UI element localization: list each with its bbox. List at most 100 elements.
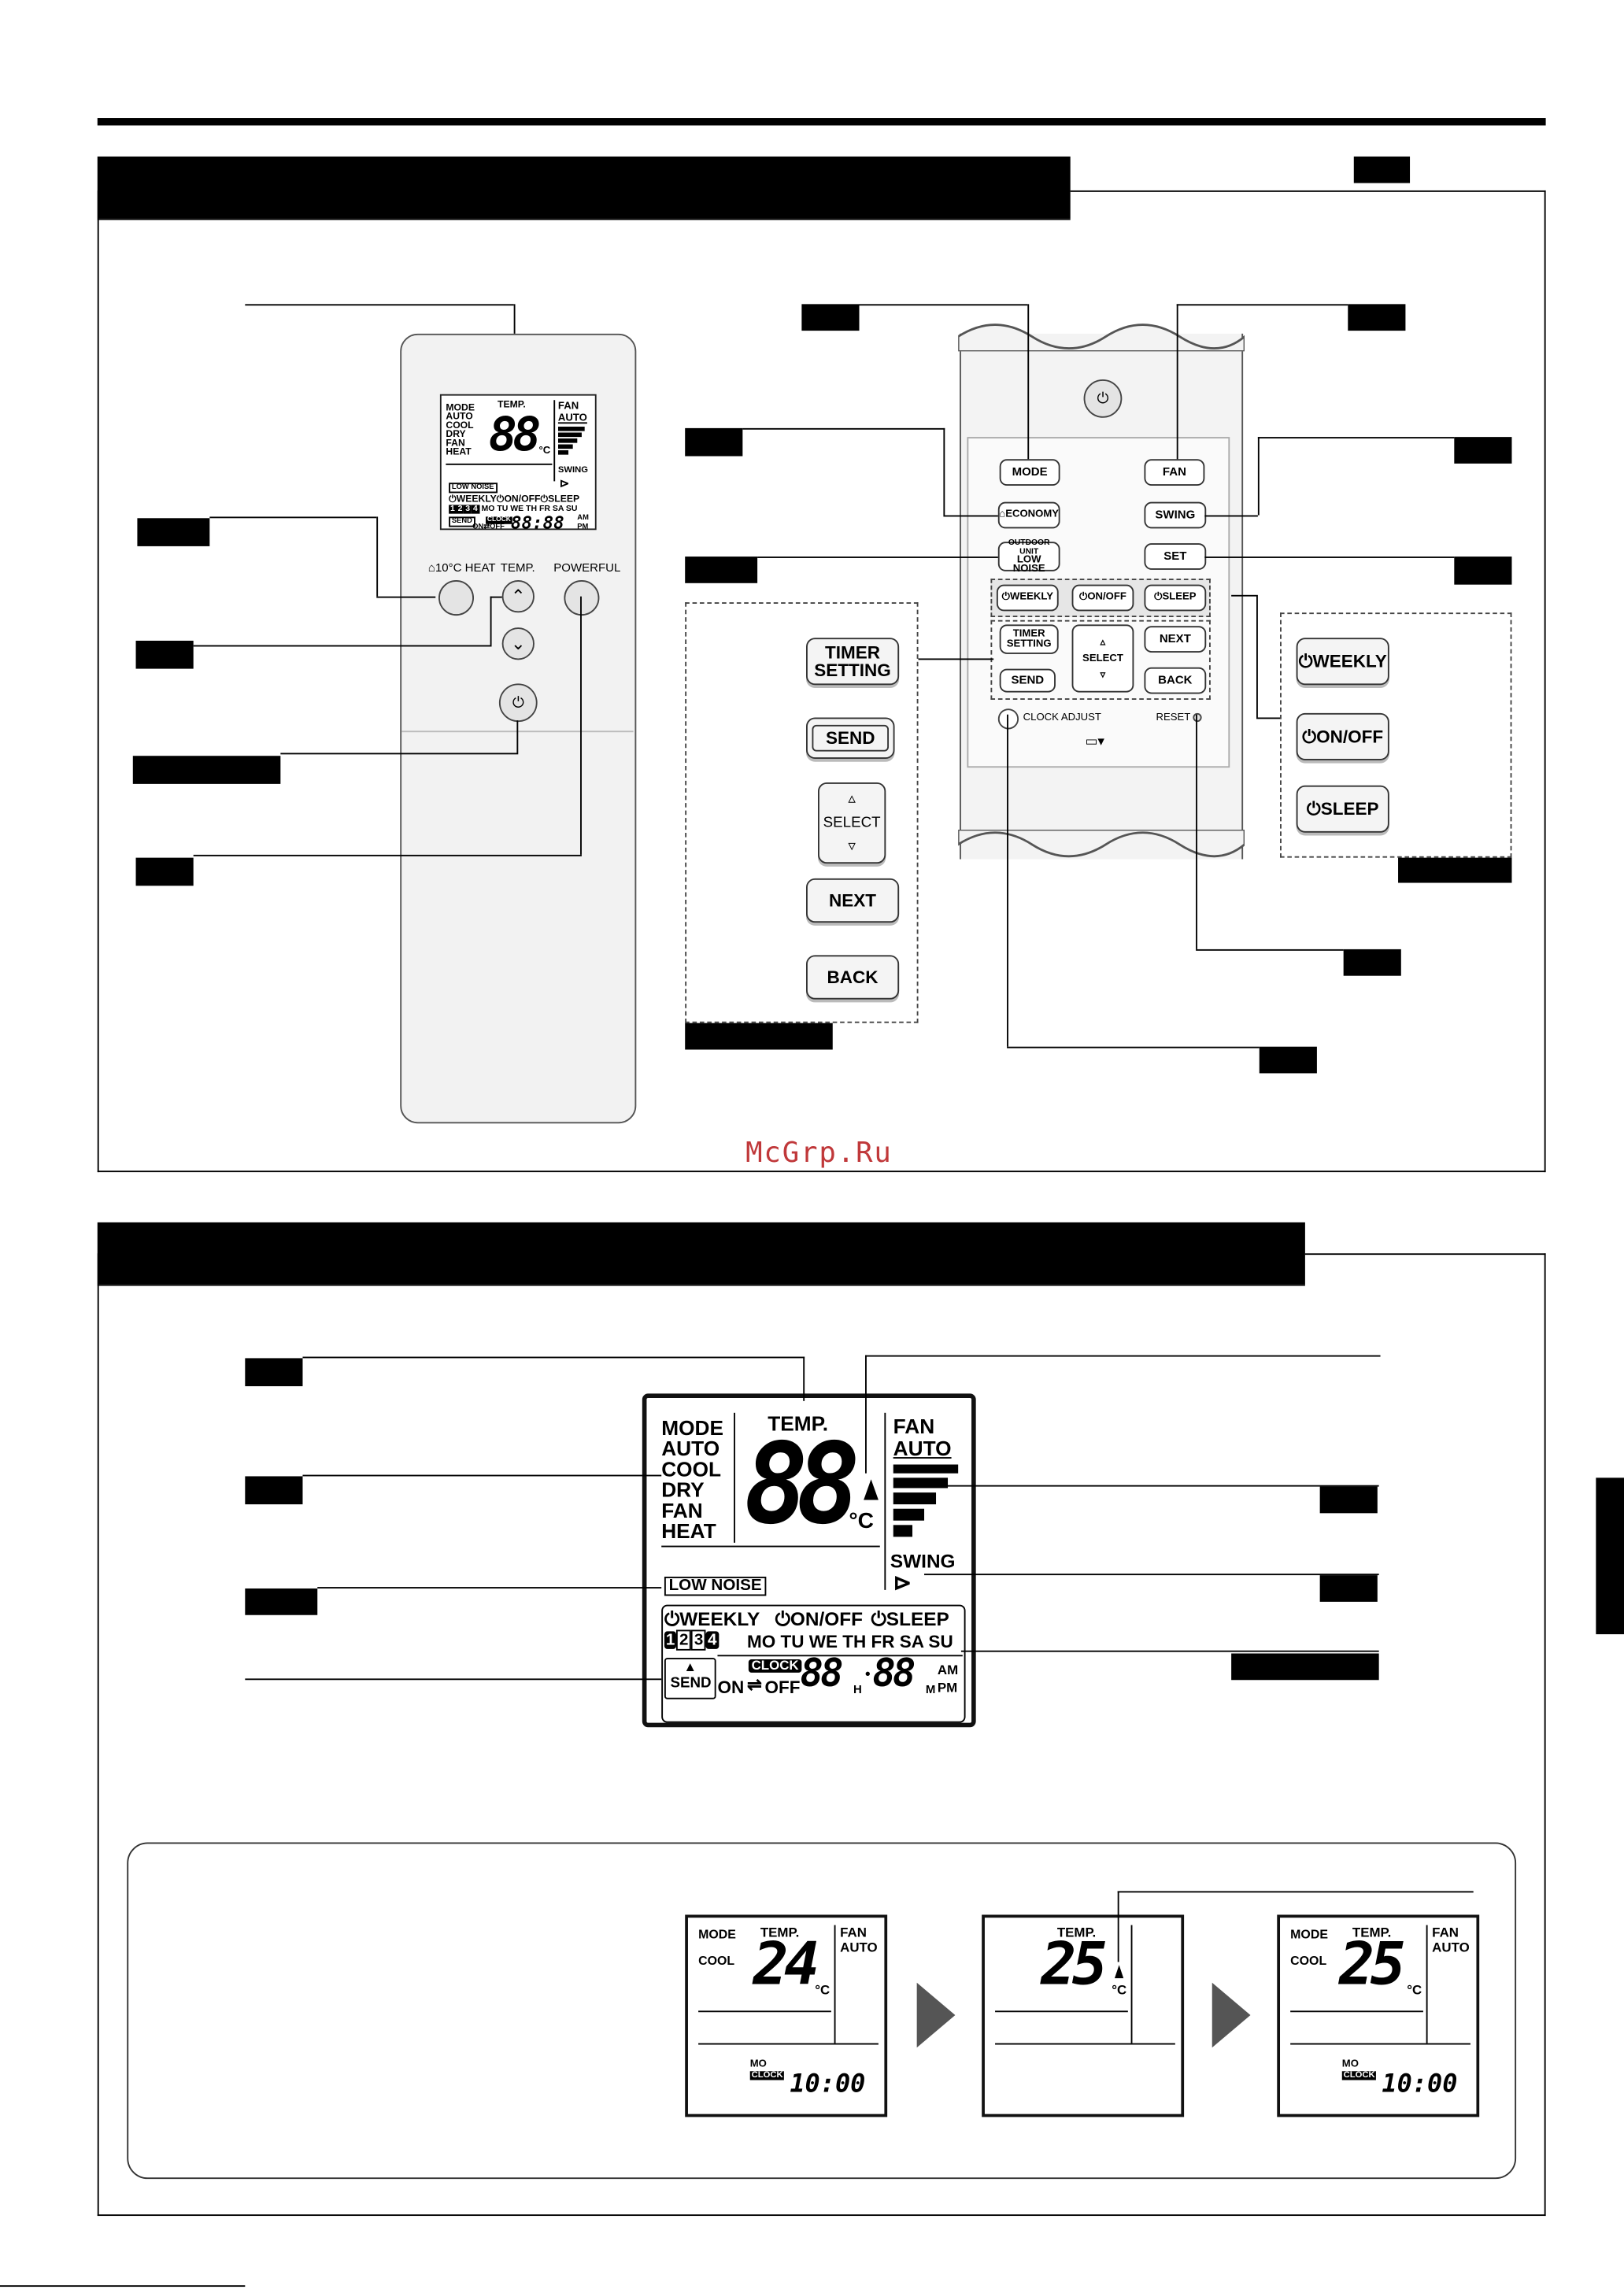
remote-lcd: MODE TEMP. FAN AUTO AUTO COOL DRY FAN HE…: [439, 394, 597, 531]
lcd-fan-label: FAN: [557, 401, 579, 412]
display-low-noise: LOW NOISE: [664, 1576, 767, 1596]
clock-adjust-button[interactable]: [997, 708, 1019, 730]
heat10-button[interactable]: [438, 580, 475, 616]
detail-onoff-button[interactable]: ⏻ON/OFF: [1296, 712, 1389, 760]
temp-up-button[interactable]: ⌃: [501, 580, 535, 613]
display-temp-label: TEMP.: [768, 1411, 829, 1435]
swing-button[interactable]: SWING: [1144, 501, 1207, 529]
section2-frame: [97, 1253, 1546, 2217]
display-clock: CLOCK: [748, 1659, 802, 1673]
label-tag: [801, 304, 860, 331]
detail-sleep-button[interactable]: ⏻SLEEP: [1296, 785, 1389, 833]
label-tag: [135, 640, 194, 669]
next-button[interactable]: NEXT: [1144, 626, 1207, 653]
up-arrow-icon: [864, 1479, 879, 1500]
sleep-button[interactable]: ⏻SLEEP: [1144, 584, 1207, 612]
label-tag: [1454, 437, 1512, 464]
display-days: MO TU WE TH FR SA SU: [746, 1631, 953, 1652]
label-tag: [685, 1023, 833, 1050]
watermark: McGrp.Ru: [745, 1137, 893, 1170]
label-tag: [1348, 304, 1406, 331]
label-tag: [685, 427, 743, 457]
detail-weekly-button[interactable]: ⏻WEEKLY: [1296, 638, 1389, 686]
power-button-open[interactable]: ⏻: [1083, 379, 1123, 418]
swing-icon: ⊳: [893, 1570, 912, 1596]
fan-button[interactable]: FAN: [1144, 459, 1205, 486]
example-box: [127, 1842, 1517, 2180]
power-button[interactable]: ⏻: [498, 683, 538, 723]
label-tag: [245, 1476, 303, 1505]
display-min-digits: 88: [872, 1651, 916, 1696]
label-tag: [132, 756, 281, 784]
side-tab: [1596, 1478, 1624, 1635]
onoff-button[interactable]: ⏻ON/OFF: [1071, 584, 1134, 612]
send-button[interactable]: SEND: [999, 668, 1056, 693]
remote-front: MODE TEMP. FAN AUTO AUTO COOL DRY FAN HE…: [400, 333, 637, 1124]
swing-icon: ⊳: [559, 476, 570, 490]
section1-page-tag: [1353, 156, 1411, 183]
lcd-temp-digits: 88: [488, 405, 542, 463]
mode-button[interactable]: MODE: [999, 459, 1060, 486]
lcd-swing: SWING: [557, 466, 589, 475]
example-screen-3: MODE TEMP. FAN AUTO COOL 25 °C MO CLOCK …: [1277, 1914, 1480, 2117]
display-send: SEND: [670, 1675, 712, 1692]
lcd-fan-auto: AUTO: [557, 413, 587, 424]
lcd-temp-label: TEMP.: [498, 400, 526, 411]
display-swing: SWING: [890, 1550, 956, 1573]
set-button[interactable]: SET: [1144, 543, 1207, 570]
label-tag: [1319, 1486, 1378, 1514]
fan-level-icon: [893, 1464, 959, 1537]
powerful-button[interactable]: [564, 580, 600, 616]
heat10-label: ⌂10°C HEAT: [427, 560, 496, 575]
display-temp-digits: 88: [744, 1418, 860, 1549]
display-sleep: ⏻SLEEP: [871, 1607, 949, 1630]
temp-down-button[interactable]: ⌄: [501, 627, 535, 660]
reset-label: RESET: [1156, 712, 1191, 723]
label-tag: [685, 557, 758, 583]
example1-temp: 24: [753, 1931, 819, 1999]
example-screen-1: MODE TEMP. FAN AUTO COOL 24 °C MO CLOCK …: [685, 1914, 888, 2117]
detail-select-button[interactable]: ▵SELECT▿: [817, 782, 886, 864]
power-icon: ⏻: [512, 694, 524, 712]
example3-temp: 25: [1339, 1931, 1406, 1999]
display-hour-digits: 88: [800, 1651, 843, 1696]
label-tag: [1319, 1575, 1378, 1602]
power-icon: ⏻: [1097, 390, 1109, 407]
label-tag: [137, 518, 210, 546]
section2-header-bar: [97, 1222, 1305, 1285]
label-tag: [1259, 1046, 1317, 1074]
detail-next-button[interactable]: NEXT: [805, 878, 900, 923]
back-button[interactable]: BACK: [1144, 667, 1207, 694]
detail-send-button[interactable]: SEND: [805, 717, 895, 759]
economy-button[interactable]: ⌂ECONOMY: [997, 501, 1060, 529]
display-lcd: MODE AUTO COOL DRY FAN HEAT TEMP. 88 °C …: [642, 1393, 976, 1728]
section1-frame: [97, 190, 1546, 1173]
label-tag: [1231, 1653, 1379, 1681]
display-weekly: ⏻WEEKLY: [664, 1607, 760, 1630]
display-fan-label: FAN: [893, 1414, 935, 1438]
up-arrow-icon: ▲: [683, 1659, 697, 1674]
lcd-low-noise: LOW NOISE: [449, 483, 498, 494]
select-button[interactable]: ▵SELECT▿: [1071, 624, 1134, 693]
label-tag: [1454, 557, 1512, 585]
up-arrow-icon: [1114, 1965, 1124, 1979]
timer-mode-detail-panel: ⏻WEEKLY ⏻ON/OFF ⏻SLEEP: [1280, 612, 1512, 858]
display-onoff: ⏻ON/OFF: [775, 1607, 863, 1630]
label-tag: [245, 1358, 303, 1387]
label-tag: [245, 1588, 318, 1615]
display-fan-auto: AUTO: [893, 1436, 952, 1460]
lcd-mode-label: MODE: [446, 402, 475, 414]
reset-button[interactable]: [1193, 712, 1202, 723]
temp-label: TEMP.: [500, 560, 535, 575]
example2-temp: 25: [1041, 1931, 1108, 1999]
detail-back-button[interactable]: BACK: [805, 955, 900, 1000]
label-tag: [1343, 949, 1401, 976]
weekly-button[interactable]: ⏻WEEKLY: [996, 584, 1059, 612]
top-rule: [97, 118, 1546, 126]
